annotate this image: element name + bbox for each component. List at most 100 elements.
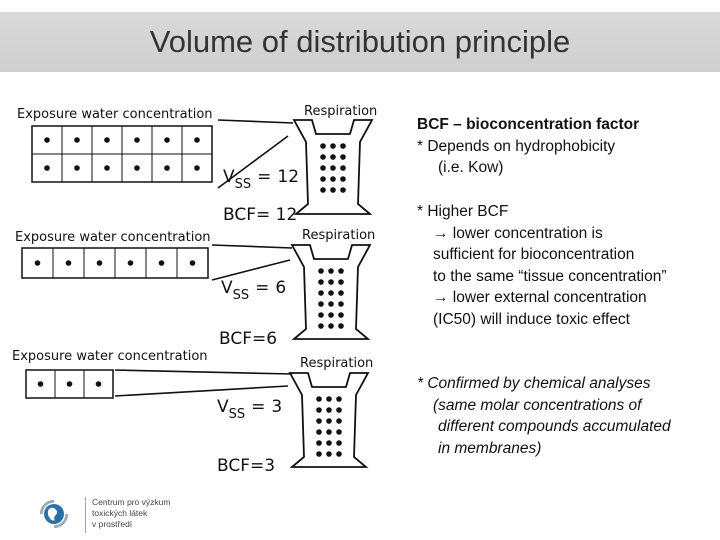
molecule-dot [328,301,334,307]
molecule-dot [340,165,346,171]
molecule-dot [164,165,170,171]
molecule-dot [318,268,324,274]
molecule-dot [66,381,73,387]
molecule-dot [340,154,346,160]
molecule-dot [336,429,342,435]
exposure-label-1: Exposure water concentration [17,107,213,122]
panel-vss-12: Exposure water concentration Respiration… [17,104,377,225]
molecule-dot [158,260,165,266]
bcf-title: BCF – bioconcentration factor [417,116,640,133]
bcf-depends: * Depends on hydrophobicity [417,137,616,155]
organism-outline [290,244,372,340]
molecule-dot [336,440,342,446]
molecule-dot [34,260,41,266]
confirm-line-1: * Confirmed by chemical analyses [417,375,651,392]
organism-outline [292,119,374,215]
molecule-dot [328,323,334,329]
pointer-line-1b [217,135,289,189]
molecule-dot [330,154,336,160]
molecule-dot [330,143,336,149]
molecule-dot [340,187,346,193]
confirm-line-4: in membranes) [438,439,542,457]
molecule-dot [326,396,332,402]
respiration-label-3: Respiration [300,356,373,371]
bcf-definition: BCF – bioconcentration factor * Depends … [417,114,639,179]
molecule-dot [194,165,200,171]
molecule-dot [338,268,344,274]
molecule-dot [320,176,326,182]
molecule-dot [340,176,346,182]
molecule-dot [340,143,346,149]
note-line-2: sufficient for bioconcentration [433,246,635,263]
molecule-dot [318,290,324,296]
molecule-dot [330,165,336,171]
vss-label-1: VSS=12 [223,167,299,192]
confirmation-note: * Confirmed by chemical analyses (same m… [417,373,671,459]
molecule-dot [316,418,322,424]
molecule-dot [326,429,332,435]
molecule-dot [95,381,102,387]
confirm-line-3: different compounds accumulated [438,418,671,435]
molecule-dot [164,137,170,143]
note-line-4: → lower external concentration [433,289,647,306]
respiration-label-1: Respiration [304,104,377,119]
logo-text: Centrum pro výzkum toxických látek v pro… [92,497,171,529]
molecule-dot [316,396,322,402]
bcf-label-1: BCF= 12 [223,205,297,225]
organism-3 [288,372,370,468]
molecule-dot [328,279,334,285]
bcf-label-2: BCF=6 [219,329,277,349]
confirm-line-2: (same molar concentrations of [433,396,642,414]
pointer-line-2 [211,244,293,249]
respiration-label-2: Respiration [302,228,375,243]
molecule-dot [336,407,342,413]
molecule-dot [65,260,72,266]
molecule-dot [338,279,344,285]
pointer-line-3 [114,369,293,375]
logo-separator [85,497,86,533]
molecule-dot [326,418,332,424]
molecule-dot [326,407,332,413]
higher-bcf-note: * Higher BCF → lower concentration is su… [417,201,666,330]
molecule-dot [326,440,332,446]
globe-logo-icon [39,499,69,529]
molecule-dot [189,260,196,266]
molecule-dot [318,279,324,285]
molecule-dot [316,407,322,413]
molecule-dot [336,418,342,424]
molecule-dot [328,312,334,318]
exposure-label-3: Exposure water concentration [12,349,208,364]
pointer-line-2b [211,259,291,281]
panel-vss-3: Exposure water concentration Respiration… [12,349,373,476]
higher-bcf: * Higher BCF [417,203,509,220]
molecule-dot [134,137,140,143]
molecule-dot [37,381,44,387]
molecule-dot [338,312,344,318]
molecule-dot [320,165,326,171]
organism-outline [288,372,370,468]
molecule-dot [134,165,140,171]
bcf-example: (i.e. Kow) [438,159,504,176]
note-line-1: → lower concentration is [433,224,603,242]
molecule-dot [316,451,322,457]
molecule-dot [74,165,80,171]
bcf-label-3: BCF=3 [217,456,275,476]
grid-frame [25,369,114,399]
molecule-dot [336,396,342,402]
arrow-icon: → [433,289,449,306]
molecule-dot [320,143,326,149]
molecule-dot [96,260,103,266]
molecule-dot [104,165,110,171]
note-line-5: (IC50) will induce toxic effect [433,310,630,328]
molecule-dot [320,154,326,160]
molecule-dot [336,451,342,457]
molecule-dot [318,301,324,307]
molecule-dot [320,187,326,193]
molecule-dot [338,301,344,307]
water-grid-3 [25,369,114,399]
molecule-dot [104,137,110,143]
exposure-label-2: Exposure water concentration [15,230,211,245]
slide-title: Volume of distribution principle [149,24,571,59]
water-grid-6 [21,247,209,279]
molecule-dot [316,440,322,446]
